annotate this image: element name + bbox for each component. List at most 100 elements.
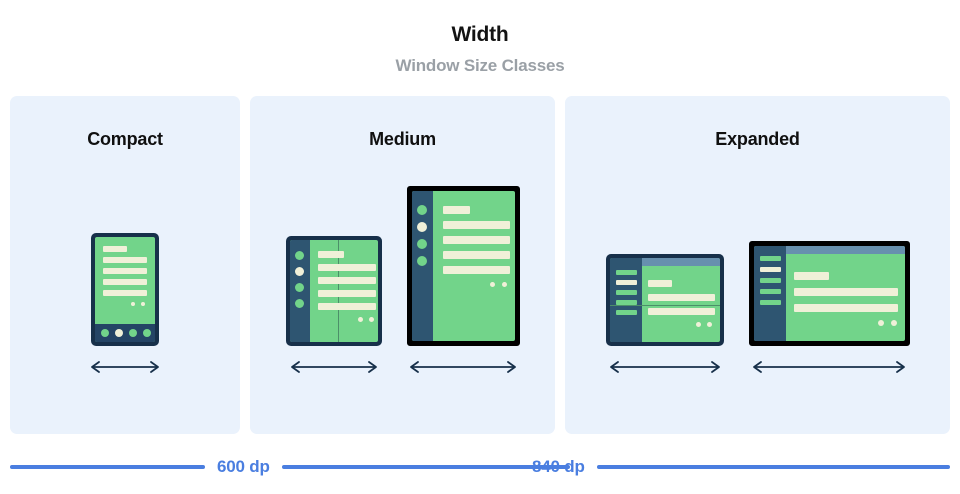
content-line	[317, 277, 376, 284]
content-line	[793, 272, 829, 280]
content-line	[442, 221, 510, 229]
phone-navbar	[95, 324, 155, 342]
content-line	[103, 279, 147, 285]
nav-dot-active	[115, 329, 123, 337]
content-line	[103, 268, 147, 274]
content-dot	[706, 322, 712, 327]
content-line	[317, 290, 376, 297]
rail-bar	[759, 256, 781, 261]
breakpoint-rule-left	[10, 465, 205, 469]
panel-compact: Compact	[10, 96, 240, 434]
device-cell-phone-portrait	[88, 233, 162, 374]
content-line	[647, 308, 715, 315]
rail-dot-active	[294, 267, 304, 276]
breakpoint-label-840: 840 dp	[532, 457, 585, 476]
foldable-sidebar	[289, 240, 310, 342]
width-arrow-icon	[290, 361, 377, 373]
nav-dot	[129, 329, 137, 337]
content-dot	[890, 320, 897, 326]
breakpoint-840dp: 840 dp	[480, 452, 950, 482]
status-bar	[641, 258, 720, 266]
rail-bar	[615, 270, 637, 275]
breakpoint-rule-left	[480, 465, 520, 469]
device-tablet-landscape	[748, 241, 910, 346]
content-line	[442, 236, 510, 244]
page-subtitle: Window Size Classes	[395, 56, 565, 75]
rail-dot	[294, 299, 304, 308]
rail-bar-active	[759, 267, 781, 272]
content-line	[647, 280, 672, 287]
device-phone-portrait	[91, 233, 159, 346]
content-dot	[695, 322, 701, 327]
nav-dot	[101, 329, 109, 337]
content-line	[103, 290, 147, 296]
content-line	[442, 206, 470, 214]
breakpoint-rule-right	[596, 465, 950, 469]
content-line	[442, 251, 510, 259]
content-dot	[141, 302, 145, 306]
width-arrow-icon	[609, 361, 720, 373]
device-group-compact	[10, 233, 240, 374]
breakpoint-rule-right	[281, 465, 570, 469]
panel-title-medium: Medium	[369, 129, 436, 149]
device-tablet-portrait	[406, 186, 520, 346]
device-foldable-portrait	[285, 236, 382, 346]
fold-line	[609, 305, 720, 306]
panel-title-expanded: Expanded	[715, 129, 800, 149]
foldable-screen	[289, 240, 378, 342]
rail-bar	[615, 290, 637, 295]
rail-dot	[416, 256, 427, 266]
tablet-landscape-sidebar	[753, 246, 786, 341]
device-cell-tablet-portrait	[406, 186, 520, 374]
rail-bar	[759, 289, 781, 294]
width-arrow-icon	[753, 361, 905, 373]
device-cell-tablet-landscape	[748, 241, 910, 374]
breakpoint-600dp: 600 dp	[10, 452, 570, 482]
content-dot	[489, 282, 495, 287]
content-line	[103, 257, 147, 263]
content-dot	[368, 317, 374, 322]
rail-dot	[416, 239, 427, 249]
device-group-expanded	[565, 241, 950, 374]
breakpoint-label-600: 600 dp	[217, 457, 270, 476]
breakpoint-legend: 600 dp 840 dp	[0, 452, 960, 482]
rail-bar	[615, 310, 637, 315]
foldable-landscape-sidebar	[609, 258, 642, 342]
device-cell-foldable-landscape	[605, 254, 724, 374]
content-line	[793, 304, 898, 312]
tablet-landscape-screen	[753, 246, 905, 341]
rail-dot	[294, 251, 304, 260]
rail-bar	[759, 278, 781, 283]
rail-bar-active	[615, 280, 637, 285]
content-line	[103, 246, 127, 252]
content-line	[317, 251, 344, 258]
width-arrow-icon	[410, 361, 516, 373]
rail-bar	[759, 300, 781, 305]
phone-screen	[95, 237, 155, 342]
content-line	[793, 288, 898, 296]
content-dot	[501, 282, 507, 287]
device-cell-foldable-portrait	[285, 236, 382, 374]
nav-dot	[143, 329, 151, 337]
foldable-landscape-screen	[609, 258, 720, 342]
panel-medium: Medium	[250, 96, 555, 434]
page-title: Width	[451, 23, 509, 46]
device-foldable-landscape	[605, 254, 724, 346]
status-bar	[785, 246, 905, 254]
rail-dot-active	[416, 222, 427, 232]
content-line	[442, 266, 510, 274]
content-line	[317, 303, 376, 310]
content-dot	[877, 320, 884, 326]
content-line	[317, 264, 376, 271]
content-dot	[357, 317, 363, 322]
content-dot	[131, 302, 135, 306]
header: Width Window Size Classes	[0, 0, 960, 95]
panel-title-compact: Compact	[87, 129, 163, 149]
device-group-medium	[250, 186, 555, 374]
panel-expanded: Expanded	[565, 96, 950, 434]
rail-dot	[294, 283, 304, 292]
content-line	[647, 294, 715, 301]
rail-dot	[416, 205, 427, 215]
size-class-panels: Compact	[10, 96, 950, 434]
width-arrow-icon	[91, 361, 159, 373]
